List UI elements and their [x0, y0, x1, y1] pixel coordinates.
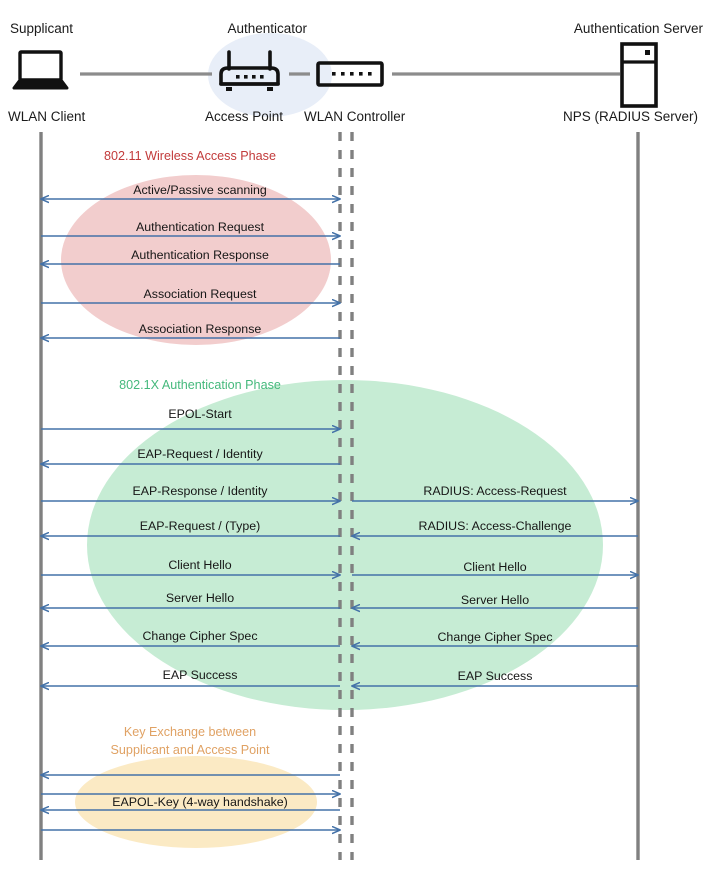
- role-label-authenticator: Authenticator: [227, 21, 307, 36]
- message-label-server-hello-right: Server Hello: [461, 593, 529, 607]
- message-label-epol-start: EPOL-Start: [168, 407, 232, 421]
- role-label-authentication-server: Authentication Server: [574, 21, 704, 36]
- device-label-wlan-controller: WLAN Controller: [304, 109, 406, 124]
- message-label-eap-request-identity: EAP-Request / Identity: [137, 447, 263, 461]
- message-label-eap-success-left: EAP Success: [163, 668, 238, 682]
- message-label-association-request: Association Request: [144, 287, 258, 301]
- phase-title-key-exchange-line1: Key Exchange between: [124, 725, 256, 739]
- message-arrows-key-exchange: [41, 775, 340, 830]
- message-label-client-hello-right: Client Hello: [463, 560, 526, 574]
- message-label-eap-request-type: EAP-Request / (Type): [140, 519, 261, 533]
- phase-title-wireless-access: 802.11 Wireless Access Phase: [104, 149, 276, 163]
- phase-dot1x-auth: 802.1X Authentication Phase EPOL-Start E…: [41, 378, 638, 686]
- message-label-radius-access-request: RADIUS: Access-Request: [423, 484, 567, 498]
- message-label-server-hello-left: Server Hello: [166, 591, 234, 605]
- phase-title-dot1x-auth: 802.1X Authentication Phase: [119, 378, 281, 392]
- message-arrows-dot1x-right: [352, 501, 638, 686]
- device-label-wlan-client: WLAN Client: [8, 109, 86, 124]
- wlan-controller-icon: [316, 61, 384, 87]
- message-arrows-wireless-access: [41, 199, 340, 338]
- message-label-change-cipher-spec-left: Change Cipher Spec: [142, 629, 257, 643]
- message-label-client-hello-left: Client Hello: [168, 558, 231, 572]
- lifelines: [39, 132, 640, 860]
- server-icon: [620, 42, 658, 108]
- message-label-eapol-key-4way-handshake: EAPOL-Key (4-way handshake): [112, 795, 288, 809]
- device-label-nps-radius-server: NPS (RADIUS Server): [563, 109, 698, 124]
- message-label-eap-success-right: EAP Success: [458, 669, 533, 683]
- authenticator-grouping-ellipse: [208, 33, 332, 117]
- header-band: Supplicant Authenticator Authentication …: [8, 21, 704, 124]
- device-label-access-point: Access Point: [205, 109, 283, 124]
- phase-ellipse-key-exchange: [75, 756, 317, 848]
- message-label-authentication-response: Authentication Response: [131, 248, 269, 262]
- phase-wireless-access: 802.11 Wireless Access Phase Active/Pass…: [41, 149, 340, 338]
- phase-ellipse-dot1x-auth: [87, 380, 603, 710]
- message-label-change-cipher-spec-right: Change Cipher Spec: [437, 630, 552, 644]
- message-label-radius-access-challenge: RADIUS: Access-Challenge: [419, 519, 572, 533]
- message-label-active-passive-scanning: Active/Passive scanning: [133, 183, 267, 197]
- message-label-eap-response-identity: EAP-Response / Identity: [133, 484, 269, 498]
- message-label-association-response: Association Response: [139, 322, 262, 336]
- role-label-supplicant: Supplicant: [10, 21, 73, 36]
- laptop-icon: [12, 50, 69, 90]
- phase-key-exchange: Key Exchange between Supplicant and Acce…: [41, 725, 340, 830]
- phase-title-key-exchange-line2: Supplicant and Access Point: [111, 743, 270, 757]
- message-arrows-dot1x-left: [41, 429, 340, 686]
- message-label-authentication-request: Authentication Request: [136, 220, 265, 234]
- access-point-icon: [219, 50, 280, 91]
